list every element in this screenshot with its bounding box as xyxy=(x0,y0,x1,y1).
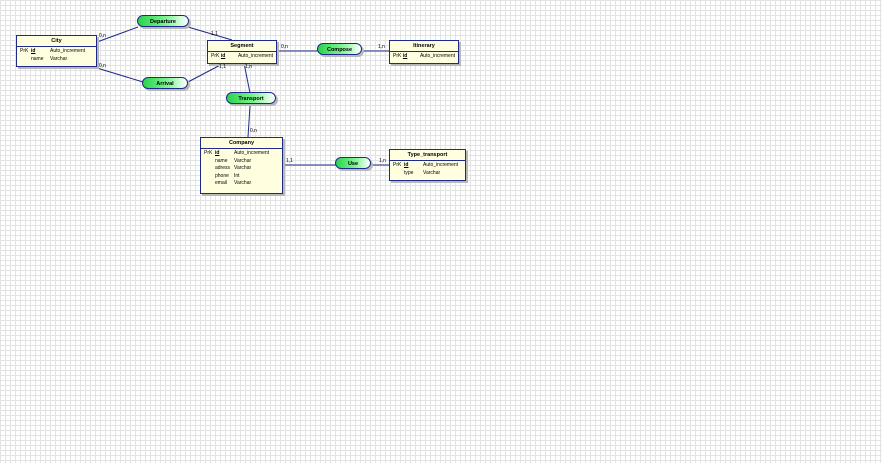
entity-company[interactable]: Company PrK id Auto_increment name Varch… xyxy=(200,137,283,194)
cardinality-label: 0,n xyxy=(281,44,288,50)
field-row: name Varchar xyxy=(215,157,252,164)
link-segment-transport xyxy=(243,62,251,94)
entity-itinerary[interactable]: Itinerary PrK id Auto_increment xyxy=(389,40,459,64)
cardinality-label: 0,n xyxy=(250,128,257,134)
field-row: type Varchar xyxy=(404,169,441,176)
field-row: PrK id Auto_increment xyxy=(211,53,273,59)
entity-title: City xyxy=(17,36,96,47)
cardinality-label: 1,n xyxy=(245,64,252,70)
cardinality-label: 0,n xyxy=(99,63,106,69)
field-row: PrK id Auto_increment xyxy=(204,150,270,156)
entity-title: Company xyxy=(201,138,282,149)
link-transport-company xyxy=(247,105,251,138)
association-arrival[interactable]: Arrival xyxy=(142,77,188,89)
association-compose[interactable]: Compose xyxy=(317,43,362,55)
link-city-departure xyxy=(96,26,139,43)
entity-city[interactable]: City PrK id Auto_increment name Varchar xyxy=(16,35,97,67)
entity-title: Type_transport xyxy=(390,150,465,161)
entity-title: Segment xyxy=(208,41,276,52)
entity-title: Itinerary xyxy=(390,41,458,52)
link-city-arrival xyxy=(96,67,144,83)
association-transport[interactable]: Transport xyxy=(226,92,276,104)
cardinality-label: 1,1 xyxy=(219,64,226,70)
field-row: PrK id Auto_increment xyxy=(393,162,459,168)
entity-type-transport[interactable]: Type_transport PrK id Auto_increment typ… xyxy=(389,149,466,181)
link-departure-segment xyxy=(187,26,233,41)
field-row: phone Int xyxy=(215,172,240,179)
field-row: PrK id Auto_increment xyxy=(393,53,455,59)
field-row: name Varchar xyxy=(31,55,68,62)
association-use[interactable]: Use xyxy=(335,157,371,169)
cardinality-label: 0,n xyxy=(99,33,106,39)
field-row: adress Varchar xyxy=(215,165,252,171)
link-arrival-segment xyxy=(187,61,227,83)
cardinality-label: 1,1 xyxy=(211,31,218,37)
field-row: email Varchar xyxy=(215,180,252,186)
cardinality-label: 1,n xyxy=(378,44,385,50)
entity-segment[interactable]: Segment PrK id Auto_increment xyxy=(207,40,277,64)
field-row: PrK id Auto_increment xyxy=(20,48,86,54)
association-departure[interactable]: Departure xyxy=(137,15,189,27)
cardinality-label: 1,n xyxy=(379,158,386,164)
cardinality-label: 1,1 xyxy=(286,158,293,164)
